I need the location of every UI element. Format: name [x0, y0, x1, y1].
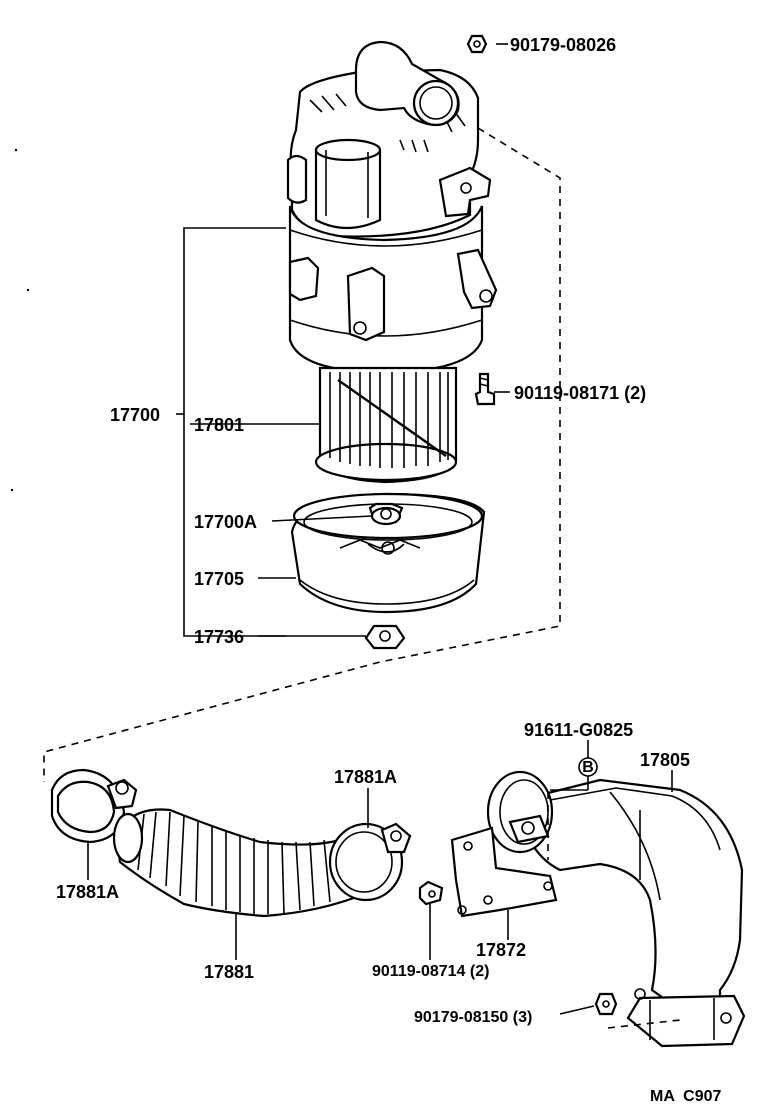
air-cleaner-body — [288, 205, 498, 374]
part-label-90179-08026: 90179-08026 — [510, 35, 616, 55]
hose-17881 — [112, 808, 366, 918]
part-label-17700A: 17700A — [194, 512, 257, 532]
part-label-90119-08714: 90119-08714 (2) — [372, 963, 489, 980]
diagram-reference-code: MA C907 — [650, 1088, 722, 1105]
hose-clamp-17881A-right — [328, 822, 412, 902]
reference-circle-B — [578, 757, 598, 777]
part-label-17801: 17801 — [194, 415, 244, 435]
inlet-duct-17805 — [486, 770, 746, 1048]
part-label-17705: 17705 — [194, 569, 244, 589]
part-label-17700: 17700 — [110, 405, 160, 425]
part-label-90119-08171: 90119-08171 (2) — [514, 383, 646, 403]
nut-90179-08026 — [466, 34, 488, 54]
part-label-17736: 17736 — [194, 627, 244, 647]
part-label-17872: 17872 — [476, 940, 526, 960]
filter-element-17801 — [314, 366, 458, 484]
nut-90179-08150 — [594, 992, 618, 1016]
part-label-17881A-left: 17881A — [56, 882, 119, 902]
group-bracket-17700 — [183, 227, 286, 637]
part-label-17881A-top: 17881A — [334, 767, 397, 787]
hose-clamp-17881A-left — [50, 768, 138, 844]
air-cleaner-cap — [286, 40, 492, 238]
part-label-17805: 17805 — [640, 750, 690, 770]
dust-bowl-17705 — [290, 492, 486, 614]
part-label-91611-G0825: 91611-G0825 — [524, 720, 633, 740]
bolt-90119-08171 — [474, 372, 496, 406]
bracket-17872 — [450, 826, 558, 918]
assembly-dashed-line — [43, 127, 561, 782]
bolt-90119-08714 — [418, 880, 444, 906]
part-label-90179-08150: 90179-08150 (3) — [414, 1009, 532, 1026]
part-label-17881: 17881 — [204, 962, 254, 982]
clip-17736 — [364, 624, 406, 650]
reference-letter-B: B — [582, 759, 594, 776]
